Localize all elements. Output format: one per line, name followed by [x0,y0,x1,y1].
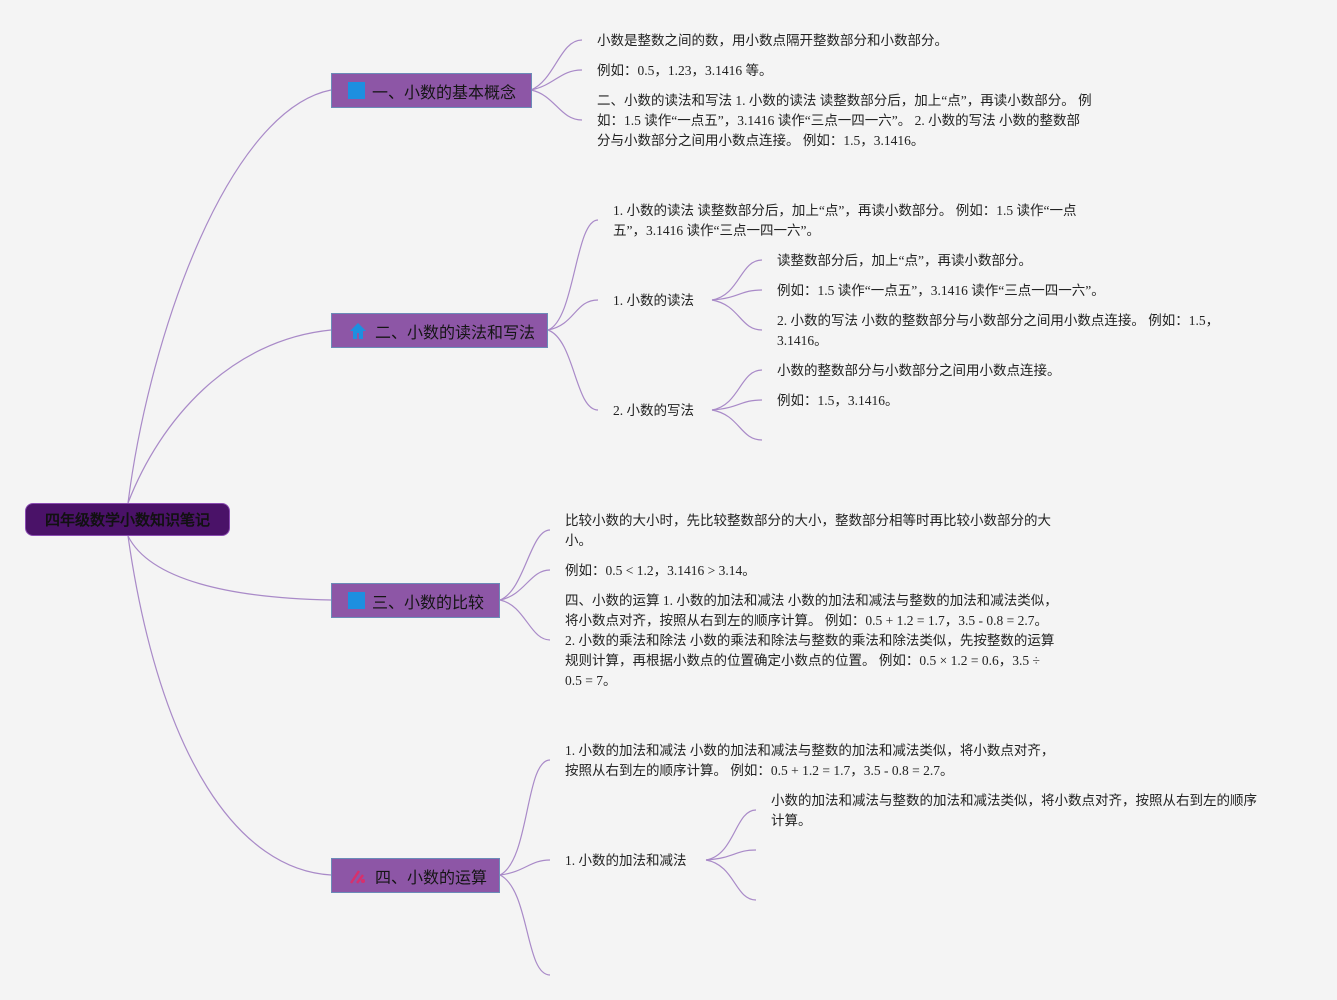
note-b4-summary: 1. 小数的加法和减法 小数的加法和减法与整数的加法和减法类似，将小数点对齐，按… [565,743,1055,778]
note-b4sub1-1: 小数的加法和减法与整数的加法和减法类似，将小数点对齐，按照从右到左的顺序计算。 [771,793,1257,828]
note-b2-summary: 1. 小数的读法 读整数部分后，加上“点”，再读小数部分。 例如：1.5 读作“… [613,203,1077,238]
branch-label: 一、小数的基本概念 [372,84,517,102]
link-sub1-n2 [711,289,763,301]
link-root-b1 [127,89,332,504]
note-sub1-3: 2. 小数的写法 小数的整数部分与小数部分之间用小数点连接。 例如：1.5，3.… [777,313,1220,348]
root-label: 四年级数学小数知识笔记 [44,512,210,529]
branch-label: 二、小数的读法和写法 [375,324,536,342]
link-b3-n2 [499,569,551,601]
link-sub2-n1 [711,369,763,411]
link-b1-n2 [530,69,583,91]
blue-square-icon [348,82,365,99]
root-node[interactable]: 四年级数学小数知识笔记 [25,503,230,536]
sub-writing[interactable]: 2. 小数的写法 [613,403,694,418]
note-b1-1: 小数是整数之间的数，用小数点隔开整数部分和小数部分。 [597,33,948,48]
link-sub2-n2 [711,399,763,411]
link-root-b3 [127,535,332,601]
note-sub1-2: 例如：1.5 读作“一点五”，3.1416 读作“三点一四一六”。 [777,283,1105,298]
link-b4sub1-n2 [705,849,757,861]
note-b3-1: 比较小数的大小时，先比较整数部分的大小，整数部分相等时再比较小数部分的大小。 [565,513,1051,548]
link-b2-sub2 [547,329,599,411]
branch-basic-concept[interactable]: 一、小数的基本概念 [331,73,532,108]
link-b3-n1 [499,529,551,601]
note-sub2-2: 例如：1.5，3.1416。 [777,393,899,408]
link-b3-n3 [499,599,551,641]
link-sub1-n1 [711,259,763,301]
branch-label: 四、小数的运算 [375,869,488,887]
branch-operations[interactable]: 四、小数的运算 [331,858,500,893]
link-sub2-n3 [711,409,763,441]
link-b4-extra [499,874,551,976]
blue-square-icon [348,592,365,609]
sub-add-subtract[interactable]: 1. 小数的加法和减法 [565,853,687,868]
link-b4-sub1 [499,859,551,876]
link-b2-sub1 [547,299,599,331]
note-b3-3: 四、小数的运算 1. 小数的加法和减法 小数的加法和减法与整数的加法和减法类似，… [565,593,1058,688]
note-b3-2: 例如：0.5 < 1.2，3.1416 > 3.14。 [565,563,756,578]
house-icon [348,321,368,341]
branch-comparison[interactable]: 三、小数的比较 [331,583,500,618]
link-b1-n3 [530,89,583,121]
link-b4sub1-n1 [705,809,757,861]
sub-reading[interactable]: 1. 小数的读法 [613,293,694,308]
link-root-b4 [127,535,332,876]
note-sub2-1: 小数的整数部分与小数部分之间用小数点连接。 [777,363,1061,378]
link-b4sub1-n3 [705,859,757,901]
note-sub1-1: 读整数部分后，加上“点”，再读小数部分。 [777,253,1032,268]
branch-label: 三、小数的比较 [372,594,485,612]
sparkle-icon [348,866,368,886]
link-b2-summary [547,219,599,331]
link-sub1-n3 [711,299,763,331]
note-b1-2: 例如：0.5，1.23，3.1416 等。 [597,63,773,78]
link-root-b2 [127,329,332,504]
branch-reading-writing[interactable]: 二、小数的读法和写法 [331,313,548,348]
link-b4-summary [499,759,551,876]
note-b1-3: 二、小数的读法和写法 1. 小数的读法 读整数部分后，加上“点”，再读小数部分。… [597,93,1092,148]
link-b1-n1 [530,39,583,91]
